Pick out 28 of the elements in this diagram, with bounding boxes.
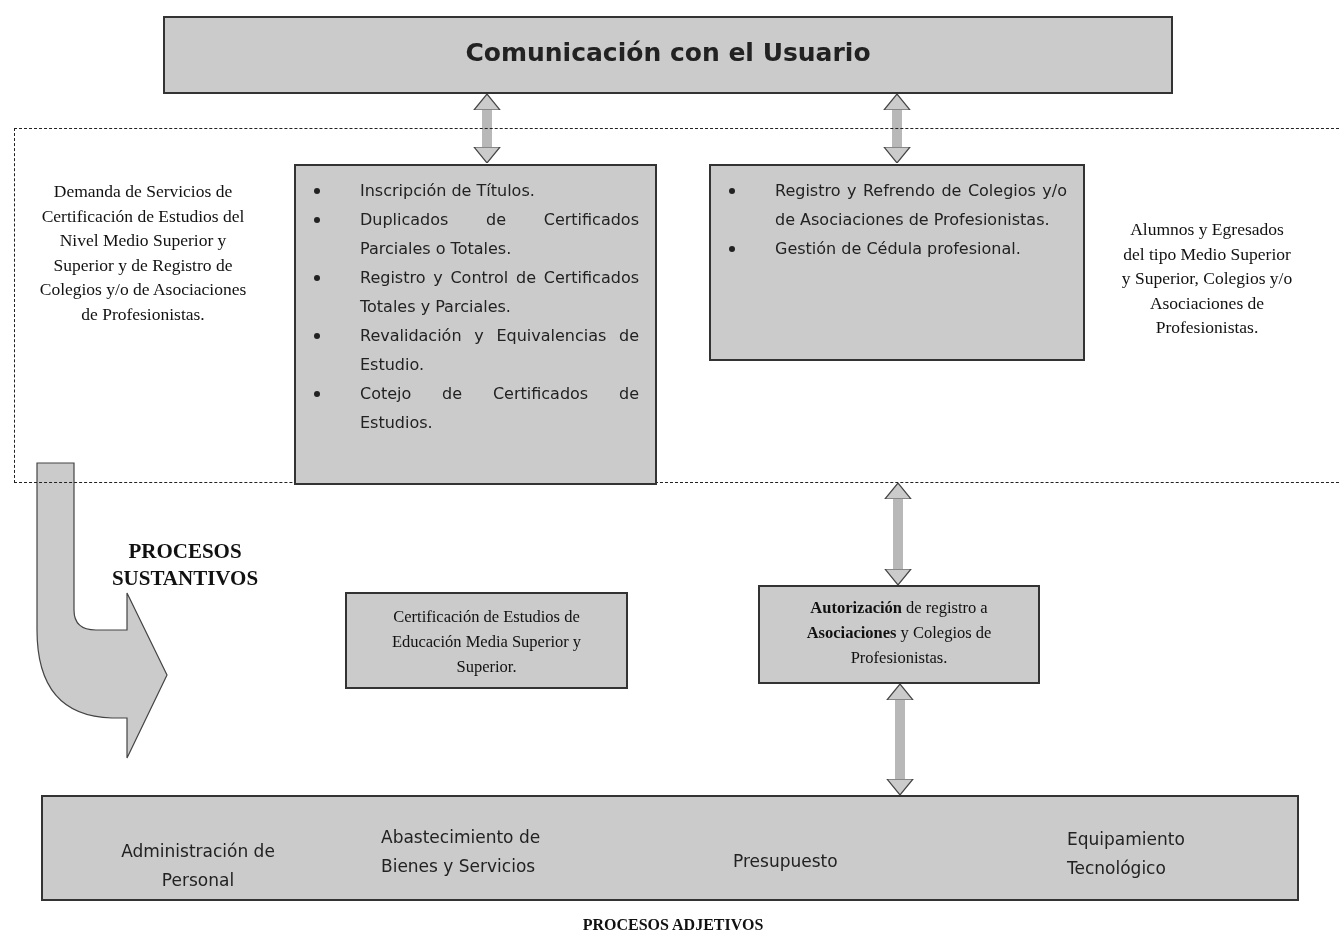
bullet-item: Cotejo de Certificados de Estudios.	[360, 384, 639, 432]
bullet-item: Duplicados de Certificados Parciales o Totales.	[360, 210, 639, 258]
process-text: Abastecimiento de Bienes y Servicios	[381, 826, 542, 878]
double-arrow	[886, 683, 914, 796]
process-text: Equipamiento Tecnológico	[1067, 828, 1186, 880]
process-text: Autorización de registro a Asociaciones y Colegios de Profesionistas.	[805, 597, 993, 669]
header-box	[163, 16, 1173, 94]
section-heading: PROCESOS ADJETIVOS	[581, 915, 765, 935]
description-text: Alumnos y Egresados del tipo Medio Superior y Superior, Colegios y/o Asociaciones de Profesionistas.	[1121, 218, 1293, 339]
bullet-item: Registro y Control de Certificados Totales y Parciales.	[360, 268, 639, 316]
bullet-item: Gestión de Cédula profesional.	[775, 239, 1021, 258]
process-text: Certificación de Estudios de Educación Media Superior y Superior.	[390, 606, 583, 678]
bullet-item: Registro y Refrendo de Colegios y/o de Asociaciones de Profesionistas.	[775, 181, 1067, 229]
double-arrow	[473, 93, 501, 164]
dashed-region	[14, 128, 1341, 483]
process-box	[758, 585, 1040, 684]
double-arrow	[883, 93, 911, 164]
process-box	[294, 164, 657, 485]
process-box	[345, 592, 628, 689]
bullet-item: Revalidación y Equivalencias de Estudio.	[360, 326, 639, 374]
header-title: Comunicación con el Usuario	[464, 37, 872, 69]
process-box	[709, 164, 1085, 361]
double-arrow	[884, 482, 912, 586]
process-text: Administración de Personal	[120, 840, 276, 892]
bullet-item: Inscripción de Títulos.	[360, 181, 535, 200]
description-text: Demanda de Servicios de Certificación de Estudios del Nivel Medio Superior y Superior y de Registro de Colegios y/o de Asociaciones de Profesionistas.	[38, 180, 248, 326]
process-text: Presupuesto	[733, 850, 839, 873]
section-heading: PROCESOS SUSTANTIVOS	[110, 538, 260, 592]
